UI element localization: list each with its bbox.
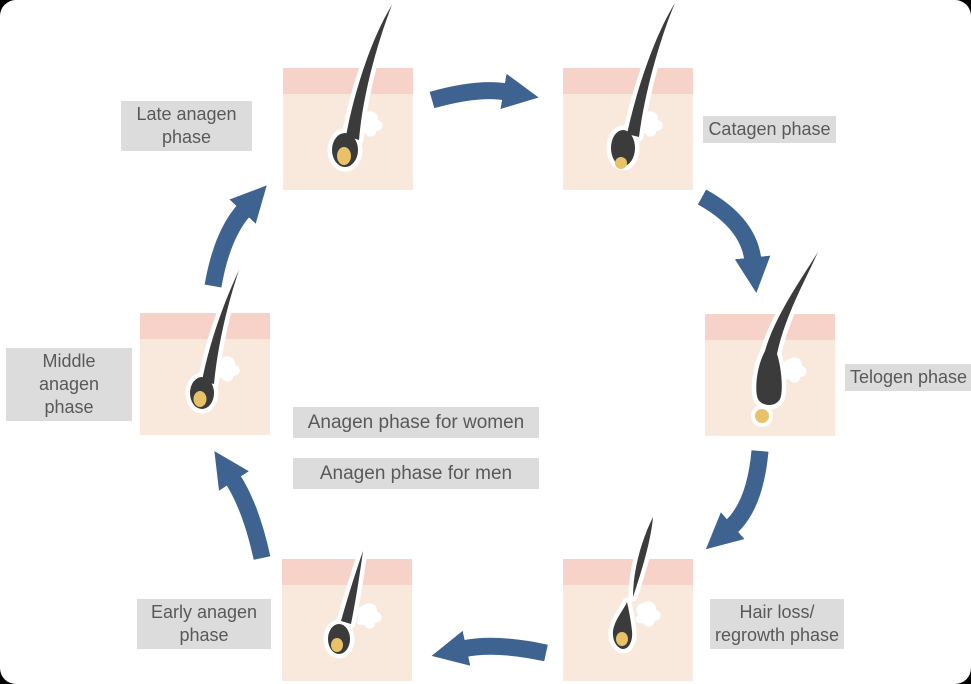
label-middle-anagen-phase: Middle anagen phase [6, 348, 132, 421]
illustration-catagen [563, 0, 693, 190]
illustration-late-anagen [283, 0, 413, 190]
arrow-late-anagen-to-catagen [429, 73, 539, 109]
illustration-early-anagen [282, 481, 412, 681]
label-anagen-phase-women: Anagen phase for women [293, 407, 539, 438]
arrow-catagen-to-telogen [697, 189, 771, 293]
skin-epidermis [563, 68, 693, 94]
label-telogen-phase: Telogen phase [845, 364, 971, 391]
dermal-papilla [616, 632, 628, 646]
illustration-telogen [705, 236, 835, 436]
illustration-middle-anagen [140, 235, 270, 435]
label-anagen-phase-men: Anagen phase for men [293, 458, 539, 489]
arrow-middle-anagen-to-late-anagen [204, 185, 267, 288]
label-hair-loss-regrowth-phase: Hair loss/ regrowth phase [710, 599, 844, 649]
label-late-anagen-phase: Late anagen phase [121, 101, 252, 151]
skin-epidermis [282, 559, 412, 585]
illustration-hair-loss-regrowth [563, 481, 693, 681]
dermal-papilla [615, 157, 627, 169]
skin-epidermis [563, 559, 693, 585]
dermal-papilla [755, 409, 769, 423]
dermal-papilla [337, 147, 351, 165]
label-catagen-phase: Catagen phase [703, 116, 836, 143]
skin-epidermis [140, 313, 270, 339]
skin-epidermis [283, 68, 413, 94]
arrow-telogen-to-hair-loss [705, 450, 769, 550]
dermal-papilla [193, 391, 207, 407]
arrow-early-anagen-to-middle-anagen [214, 451, 271, 560]
arrow-hair-loss-to-early-anagen [431, 630, 548, 666]
label-early-anagen-phase: Early anagen phase [137, 599, 271, 649]
dermal-papilla [331, 638, 343, 652]
